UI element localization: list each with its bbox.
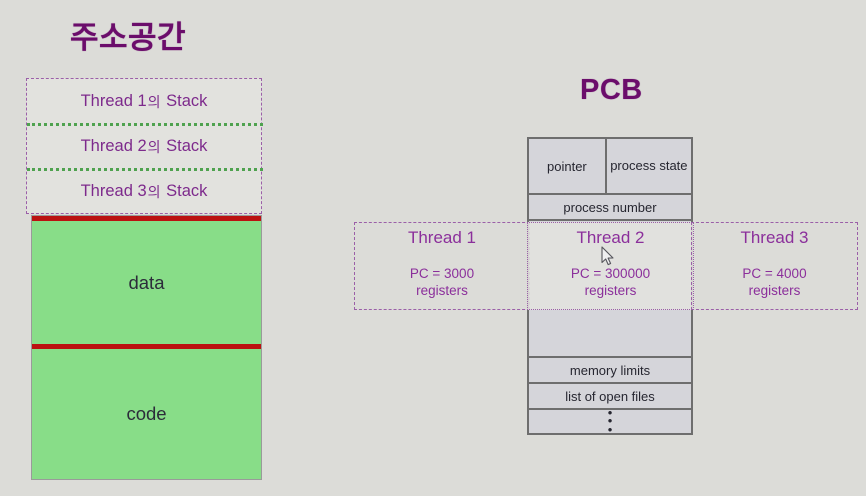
thread-box-1-registers: registers xyxy=(416,283,468,299)
thread-box-3-title: Thread 3 xyxy=(740,228,809,247)
thread-2-stack-label-suffix: Stack xyxy=(166,137,208,155)
stack-separator-1 xyxy=(27,123,263,126)
thread-2-stack-label-prefix: Thread 2 xyxy=(80,137,147,155)
memory-rule-top xyxy=(32,216,261,221)
thread-box-1-title: Thread 1 xyxy=(407,228,477,247)
thread-box-3-pc: PC = 4000 xyxy=(742,266,807,281)
memory-block: data code xyxy=(31,215,262,480)
pcb-cell-process-state: process state xyxy=(610,157,688,173)
thread-box-2[interactable]: Thread 2 PC = 300000 registers xyxy=(527,222,694,310)
memory-segment-data: data xyxy=(128,271,165,293)
thread-box-1-pc: PC = 3000 xyxy=(409,266,475,281)
thread-box-1[interactable]: Thread 1 PC = 3000 registers xyxy=(354,222,530,310)
pcb-row-ellipsis: ••• xyxy=(529,405,691,437)
stack-separator-2 xyxy=(27,168,263,171)
page-title-pcb: PCB xyxy=(580,74,643,106)
thread-box-3[interactable]: Thread 3 PC = 4000 registers xyxy=(691,222,858,310)
memory-rule-middle xyxy=(32,344,261,349)
pcb-row-process-number: process number xyxy=(529,195,691,221)
page-title-address-space: 주소공간 xyxy=(70,20,187,55)
thread-3-stack-label-particle: 의 xyxy=(147,183,161,200)
thread-3-stack-label-prefix: Thread 3 xyxy=(80,182,147,200)
thread-box-2-pc: PC = 300000 xyxy=(570,266,651,281)
vertical-ellipsis-icon: ••• xyxy=(607,405,613,437)
pcb-cell-pointer: pointer xyxy=(529,139,607,193)
thread-1-stack-label-suffix: Stack xyxy=(166,92,208,110)
thread-2-stack-label-particle: 의 xyxy=(147,138,161,155)
thread-3-stack-label-suffix: Stack xyxy=(166,182,208,200)
pcb-row-thread-area xyxy=(529,221,691,358)
thread-box-3-registers: registers xyxy=(748,283,801,299)
thread-box-2-title: Thread 2 xyxy=(576,228,645,247)
thread-1-stack-label-particle: 의 xyxy=(147,93,161,110)
pcb-row-header: pointer process state xyxy=(529,139,691,195)
pcb-row-memory-limits: memory limits xyxy=(529,358,691,384)
thread-box-2-registers: registers xyxy=(584,283,637,299)
memory-segment-code: code xyxy=(126,402,167,424)
pcb-row-list-of-open-files: list of open files xyxy=(529,384,691,410)
thread-1-stack-label-prefix: Thread 1 xyxy=(80,92,147,110)
pcb-table: pointer process state process number mem… xyxy=(527,137,693,437)
